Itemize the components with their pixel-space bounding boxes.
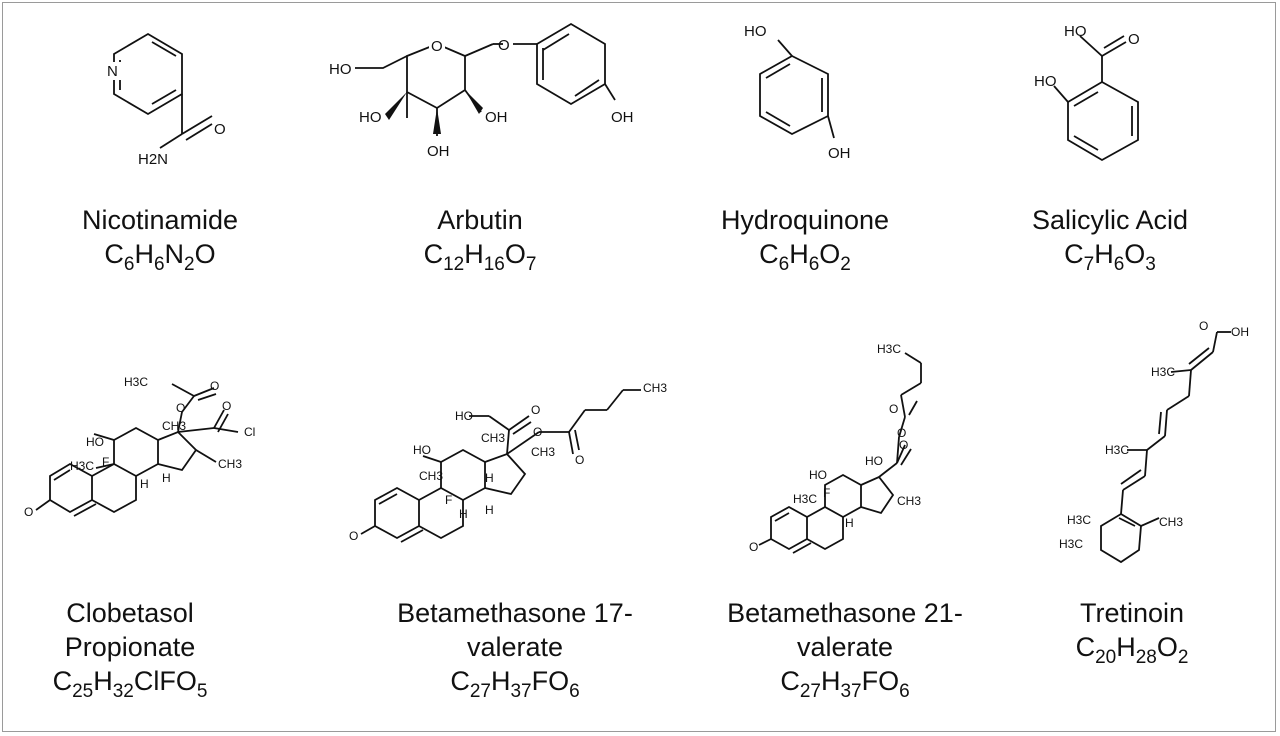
caption-nicotinamide: Nicotinamide C6H6N2O bbox=[40, 203, 280, 275]
compound-name: Hydroquinone bbox=[720, 205, 890, 235]
atom-label: CH3 bbox=[897, 494, 921, 508]
atom-label: CH3 bbox=[218, 457, 242, 471]
tretinoin-structure: O OH H3C H3C H3C H3C CH3 bbox=[1055, 318, 1255, 593]
molecular-formula: C6H6N2O bbox=[104, 239, 216, 275]
atom-label: F bbox=[445, 493, 452, 507]
atom-label: O bbox=[575, 453, 584, 467]
atom-label: CH3 bbox=[481, 431, 505, 445]
molecular-formula: C20H28O2 bbox=[1075, 632, 1189, 668]
arbutin-structure: HO O O HO OH OH OH bbox=[325, 22, 655, 175]
atom-label: HO bbox=[359, 109, 382, 126]
atom-label: HO bbox=[86, 435, 104, 449]
atom-label: O bbox=[531, 403, 540, 417]
atom-label: H bbox=[140, 477, 149, 491]
compound-name: valerate bbox=[796, 632, 894, 662]
atom-label: H3C bbox=[1067, 513, 1091, 527]
atom-label: OH bbox=[611, 109, 634, 126]
atom-label: O bbox=[899, 438, 908, 452]
hydroquinone-structure: HO OH bbox=[740, 14, 870, 179]
atom-label: F bbox=[102, 455, 109, 469]
caption-salicylic-acid: Salicylic Acid C7H6O3 bbox=[990, 203, 1230, 275]
atom-label: HO bbox=[329, 61, 352, 78]
atom-label: N bbox=[107, 63, 118, 80]
compound-name: Nicotinamide bbox=[81, 205, 239, 235]
atom-label: O bbox=[889, 402, 898, 416]
atom-label: O bbox=[431, 38, 443, 55]
atom-label: H bbox=[845, 516, 854, 530]
compound-name: Betamethasone 17- bbox=[397, 598, 633, 628]
atom-label: H3C bbox=[1105, 443, 1129, 457]
atom-label: CH3 bbox=[162, 419, 186, 433]
molecular-formula: C25H32ClFO5 bbox=[52, 666, 208, 702]
atom-label: H3C bbox=[877, 342, 901, 356]
molecular-formula: C12H16O7 bbox=[423, 239, 537, 275]
atom-label: H3C bbox=[124, 375, 148, 389]
molecular-formula: C7H6O3 bbox=[1064, 239, 1156, 275]
atom-label: H bbox=[485, 471, 494, 485]
compound-name: Tretinoin bbox=[1079, 598, 1185, 628]
atom-label: OH bbox=[485, 109, 508, 126]
compound-name: valerate bbox=[466, 632, 564, 662]
atom-label: Cl bbox=[244, 425, 255, 439]
molecular-formula: C27H37FO6 bbox=[780, 666, 910, 702]
compound-name: Propionate bbox=[64, 632, 196, 662]
atom-label: CH3 bbox=[643, 381, 667, 395]
caption-betamethasone-21-valerate: Betamethasone 21- valerate C27H37FO6 bbox=[695, 596, 995, 702]
salicylic-acid-structure: HO HO O bbox=[1030, 14, 1190, 179]
atom-label: O bbox=[1199, 319, 1208, 333]
atom-label: O bbox=[176, 401, 185, 415]
atom-label: O bbox=[498, 37, 510, 54]
atom-label: O bbox=[897, 426, 906, 440]
atom-label: HO bbox=[413, 443, 431, 457]
atom-label: H bbox=[459, 507, 468, 521]
atom-label: HO bbox=[809, 468, 827, 482]
atom-label: CH3 bbox=[419, 469, 443, 483]
atom-label: CH3 bbox=[1159, 515, 1183, 529]
atom-label: O bbox=[222, 399, 231, 413]
atom-label: H3C bbox=[1059, 537, 1083, 551]
atom-label: O bbox=[210, 379, 219, 393]
atom-label: H3C bbox=[1151, 365, 1175, 379]
atom-label: O bbox=[24, 505, 33, 519]
atom-label: H3C bbox=[70, 459, 94, 473]
atom-label: H3C bbox=[793, 492, 817, 506]
caption-betamethasone-17-valerate: Betamethasone 17- valerate C27H37FO6 bbox=[365, 596, 665, 702]
atom-label: OH bbox=[828, 145, 851, 162]
atom-label: F bbox=[823, 486, 830, 500]
betamethasone-17-valerate-structure: HO O O O CH3 CH3 CH3 CH3 HO H H H F O bbox=[345, 370, 685, 565]
atom-label: HO bbox=[744, 23, 767, 40]
caption-arbutin: Arbutin C12H16O7 bbox=[360, 203, 600, 275]
compound-name: Arbutin bbox=[437, 205, 523, 235]
molecular-formula: C6H6O2 bbox=[759, 239, 851, 275]
compound-name: Betamethasone 21- bbox=[727, 598, 963, 628]
atom-label: O bbox=[214, 121, 226, 138]
caption-tretinoin: Tretinoin C20H28O2 bbox=[1012, 596, 1252, 668]
atom-label: O bbox=[349, 529, 358, 543]
compound-name: Salicylic Acid bbox=[1031, 205, 1189, 235]
atom-label: OH bbox=[1231, 325, 1249, 339]
atom-label: H bbox=[485, 503, 494, 517]
atom-label: O bbox=[533, 425, 542, 439]
caption-clobetasol-propionate: Clobetasol Propionate C25H32ClFO5 bbox=[10, 596, 250, 702]
compound-name: Clobetasol bbox=[66, 598, 194, 628]
atom-label: H2N bbox=[138, 151, 168, 168]
atom-label: HO bbox=[1064, 23, 1087, 40]
atom-label: HO bbox=[1034, 73, 1057, 90]
atom-label: O bbox=[1128, 31, 1140, 48]
atom-label: HO bbox=[455, 409, 473, 423]
nicotinamide-structure: N O H2N bbox=[100, 30, 240, 185]
atom-label: OH bbox=[427, 143, 450, 160]
atom-label: CH3 bbox=[531, 445, 555, 459]
atom-label: H bbox=[162, 471, 171, 485]
molecular-formula: C27H37FO6 bbox=[450, 666, 580, 702]
betamethasone-21-valerate-structure: H3C O O HO HO F H3C CH3 H O O bbox=[745, 342, 945, 560]
caption-hydroquinone: Hydroquinone C6H6O2 bbox=[685, 203, 925, 275]
atom-label: HO bbox=[865, 454, 883, 468]
atom-label: O bbox=[749, 540, 758, 554]
clobetasol-propionate-structure: H3C O O O Cl HO F H3C CH3 CH3 H H O bbox=[20, 370, 280, 555]
